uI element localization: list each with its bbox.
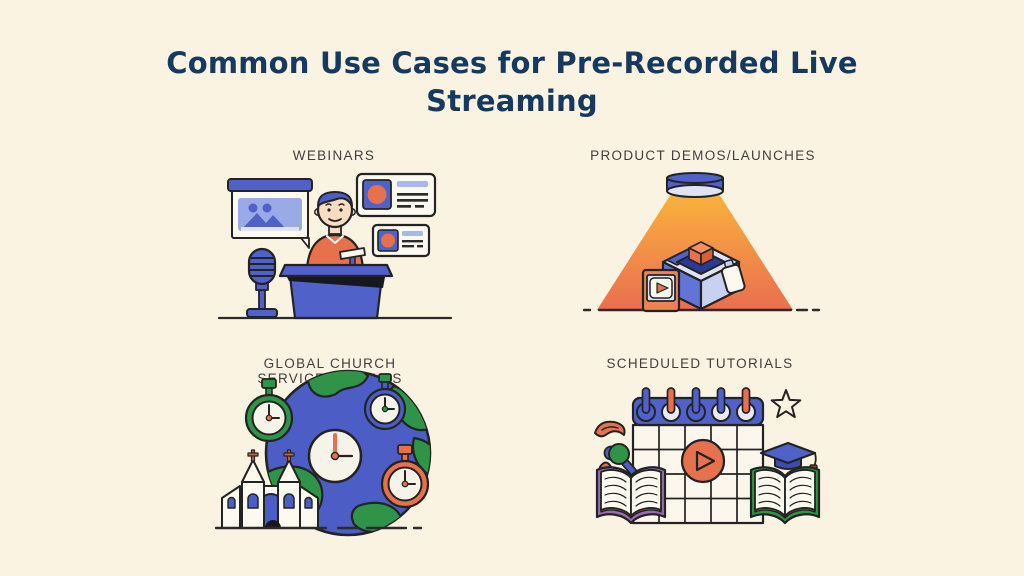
church-icon bbox=[221, 449, 319, 529]
section-label-scheduled-tutorials: SCHEDULED TUTORIALS bbox=[606, 356, 794, 371]
spotlight-lamp-icon bbox=[666, 172, 724, 198]
open-book-right-icon bbox=[749, 466, 821, 525]
profile-card-icon bbox=[355, 172, 437, 218]
video-player-icon bbox=[641, 268, 681, 313]
star-icon bbox=[770, 389, 802, 419]
podium-icon bbox=[278, 247, 394, 320]
box-tag bbox=[720, 259, 746, 294]
scheduled-tutorials-illustration bbox=[594, 387, 821, 525]
stopwatch-green-icon bbox=[244, 378, 294, 443]
product-demos-illustration bbox=[583, 172, 821, 313]
play-button-icon bbox=[680, 438, 726, 484]
webinars-illustration bbox=[217, 172, 453, 320]
global-church-illustration bbox=[214, 369, 432, 537]
section-label-webinars: WEBINARS bbox=[292, 148, 376, 163]
section-label-product-demos: PRODUCT DEMOS/LAUNCHES bbox=[590, 148, 816, 163]
presentation-screen-icon bbox=[227, 178, 313, 249]
inner-cube bbox=[688, 241, 714, 266]
open-book-left-icon bbox=[595, 466, 667, 525]
stopwatch-orange-icon bbox=[380, 444, 430, 509]
cross-icon bbox=[247, 449, 295, 462]
speaker-person-icon bbox=[305, 191, 365, 270]
stopwatch-blue-icon bbox=[363, 373, 407, 431]
product-box-icon bbox=[661, 241, 746, 311]
page-title-line2: Streaming bbox=[426, 84, 598, 118]
play-triangle bbox=[656, 282, 669, 294]
microphone-icon bbox=[246, 247, 278, 318]
page-title: Common Use Cases for Pre-Recorded Live S… bbox=[0, 44, 1024, 120]
clock-icon bbox=[307, 428, 363, 484]
page-title-line1: Common Use Cases for Pre-Recorded Live bbox=[166, 46, 858, 80]
profile-card-small-icon bbox=[371, 223, 431, 258]
calendar-rings bbox=[636, 387, 756, 422]
